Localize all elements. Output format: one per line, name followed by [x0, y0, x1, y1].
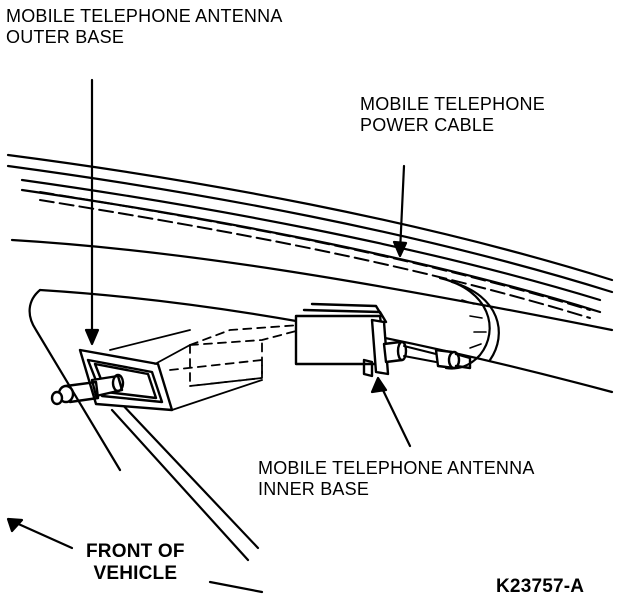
front-of-vehicle-line-2: VEHICLE [93, 563, 178, 584]
inner-base-label-line-1: MOBILE TELEPHONE ANTENNA [258, 458, 535, 478]
leader-power-cable [398, 164, 406, 254]
figure-code: K23757-A [496, 576, 585, 597]
projection-lines [109, 329, 263, 411]
outer-base [50, 348, 174, 412]
inner-base-label: MOBILE TELEPHONE ANTENNA INNER BASE [258, 458, 535, 500]
front-of-vehicle-label: FRONT OF VEHICLE [86, 541, 185, 585]
mounting-ghost-box [169, 324, 301, 387]
roof-header-lines [6, 153, 614, 314]
leader-arrows [6, 78, 412, 550]
outer-base-label-line-2: OUTER BASE [6, 27, 125, 47]
power-cable [39, 191, 591, 370]
inner-base-label-line-2: INNER BASE [258, 479, 370, 499]
body-panel-lines [10, 238, 614, 594]
power-cable-label-line-1: MOBILE TELEPHONE [360, 94, 545, 114]
inner-base [294, 302, 472, 378]
front-direction-arrow [12, 520, 74, 550]
front-of-vehicle-line-1: FRONT OF [86, 541, 185, 562]
outer-base-label: MOBILE TELEPHONE ANTENNA OUTER BASE [6, 6, 283, 48]
outer-base-label-line-1: MOBILE TELEPHONE ANTENNA [6, 6, 283, 26]
power-cable-label-line-2: POWER CABLE [360, 115, 495, 135]
leader-inner-base [378, 382, 412, 448]
power-cable-label: MOBILE TELEPHONE POWER CABLE [360, 94, 545, 136]
